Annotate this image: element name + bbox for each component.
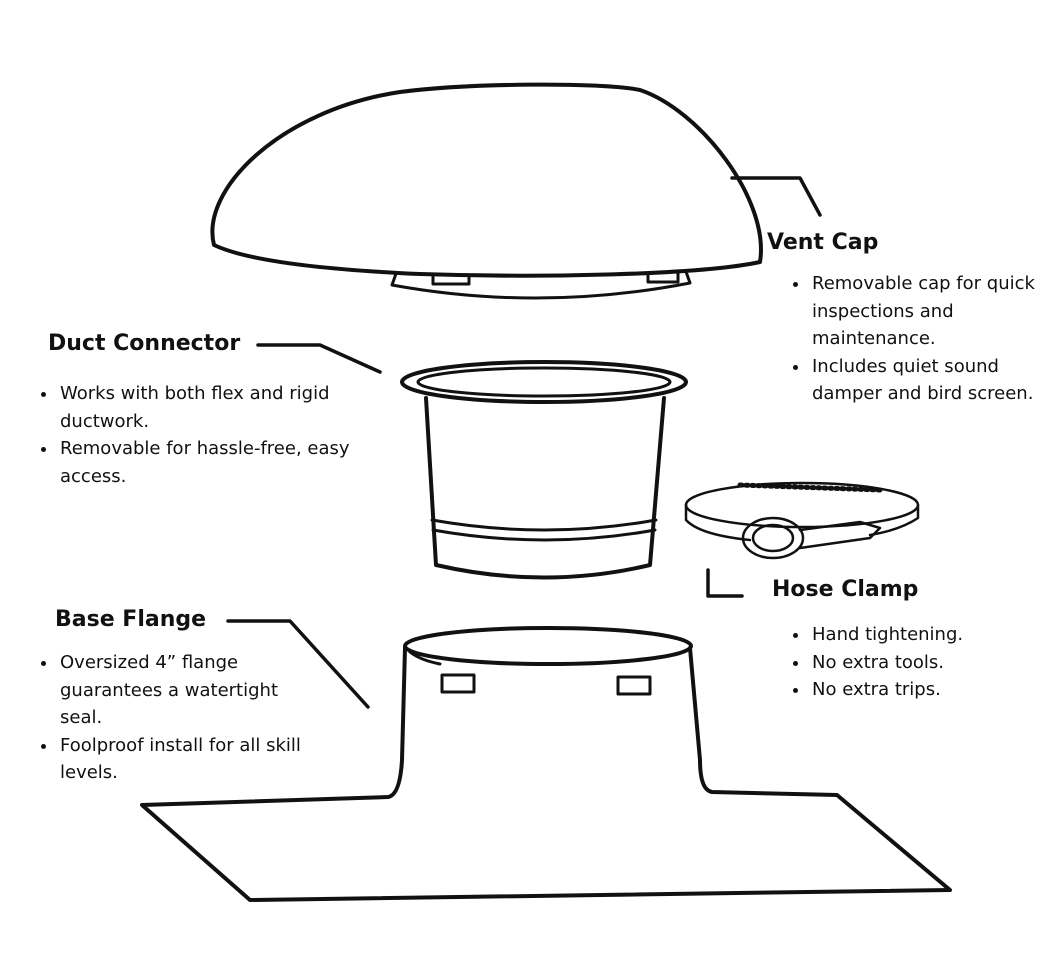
list-item: Includes quiet sound damper and bird scr… bbox=[810, 353, 1040, 408]
list-item: No extra trips. bbox=[810, 676, 1040, 704]
base-flange-leader bbox=[226, 619, 370, 709]
vent-cap-leader bbox=[730, 176, 822, 217]
hose-clamp-bullets: Hand tightening. No extra tools. No extr… bbox=[788, 621, 1040, 704]
hose-clamp-title: Hose Clamp bbox=[772, 577, 919, 602]
duct-connector-bullets: Works with both flex and rigid ductwork.… bbox=[36, 380, 358, 490]
list-item: Oversized 4” flange guarantees a waterti… bbox=[58, 649, 323, 732]
hose-clamp-drawing bbox=[684, 481, 920, 560]
leader-lines bbox=[226, 176, 822, 709]
list-item: Hand tightening. bbox=[810, 621, 1040, 649]
vent-cap-drawing bbox=[210, 82, 763, 300]
list-item: Works with both flex and rigid ductwork. bbox=[58, 380, 358, 435]
base-flange-drawing bbox=[140, 626, 952, 902]
duct-connector-leader bbox=[256, 343, 382, 374]
base-flange-title: Base Flange bbox=[55, 607, 207, 632]
vent-cap-bullets: Removable cap for quick inspections and … bbox=[788, 270, 1040, 408]
base-flange-bullets: Oversized 4” flange guarantees a waterti… bbox=[36, 649, 323, 787]
duct-connector-title: Duct Connector bbox=[48, 331, 241, 356]
vent-cap-title: Vent Cap bbox=[767, 230, 879, 255]
duct-connector-drawing bbox=[400, 360, 688, 580]
hose-clamp-leader bbox=[706, 568, 744, 598]
list-item: Removable cap for quick inspections and … bbox=[810, 270, 1040, 353]
list-item: Removable for hassle-free, easy access. bbox=[58, 435, 358, 490]
list-item: Foolproof install for all skill levels. bbox=[58, 732, 323, 787]
list-item: No extra tools. bbox=[810, 649, 1040, 677]
